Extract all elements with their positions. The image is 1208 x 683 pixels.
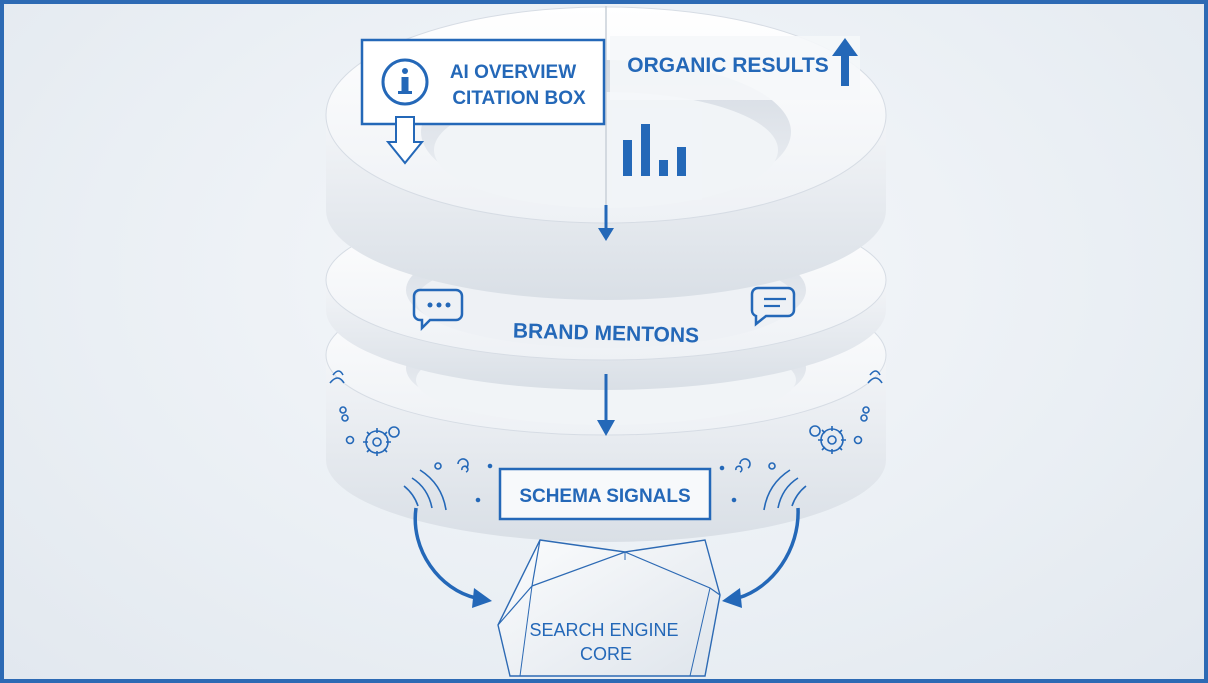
citation-box-line2: CITATION BOX	[452, 88, 586, 109]
gear-icon	[363, 426, 400, 456]
brand-mentions: BRAND MENTONS	[412, 286, 796, 348]
info-icon	[381, 58, 429, 106]
signal-waves-icon-right	[763, 469, 807, 511]
signal-waves-icon	[403, 469, 447, 511]
schema-signals-label: SCHEMA SIGNALS	[519, 486, 690, 507]
core-label-line1: SEARCH ENGINE	[529, 620, 678, 640]
bar-chart-icon	[623, 124, 686, 176]
gear-icon-right	[809, 425, 846, 454]
flow-arrow-top	[598, 205, 614, 241]
schema-doodles-right	[719, 370, 883, 511]
schema-signals-box: SCHEMA SIGNALS	[498, 467, 712, 521]
brand-mentions-label: BRAND MENTONS	[513, 320, 700, 348]
organic-results: ORGANIC RESULTS	[610, 36, 860, 200]
message-bubble-icon	[750, 286, 796, 327]
ai-overview-citation-box: AI OVERVIEW CITATION BOX	[360, 38, 606, 165]
schema-doodles-left	[329, 370, 493, 511]
core-label-line2: CORE	[580, 644, 632, 664]
organic-results-label: ORGANIC RESULTS	[627, 54, 828, 77]
flow-arrow-right-curve	[722, 507, 800, 608]
up-arrow-icon	[832, 38, 858, 86]
down-arrow-icon	[385, 116, 425, 165]
search-engine-core	[497, 539, 721, 677]
citation-box-line1: AI OVERVIEW	[450, 62, 576, 83]
chat-bubble-icon	[412, 288, 464, 332]
flow-arrow-left-curve	[413, 507, 492, 608]
funnel-diagram: AI OVERVIEW CITATION BOX ORGANIC RESULTS…	[325, 6, 887, 677]
flow-arrow-middle	[597, 374, 615, 436]
